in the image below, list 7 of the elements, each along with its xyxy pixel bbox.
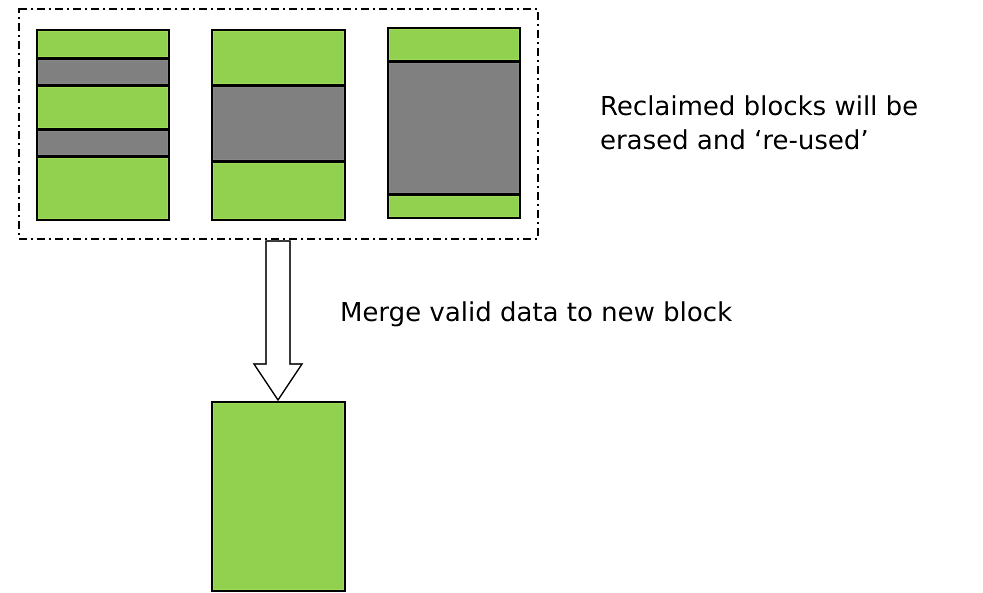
memory-block	[36, 29, 170, 221]
note-text: Reclaimed blocks will be erased and ‘re-used’	[600, 91, 920, 158]
memory-block	[211, 401, 346, 592]
memory-block	[387, 27, 521, 219]
memory-block	[211, 29, 346, 221]
block-arrow	[252, 240, 304, 402]
dash-dot-frame	[18, 8, 539, 240]
